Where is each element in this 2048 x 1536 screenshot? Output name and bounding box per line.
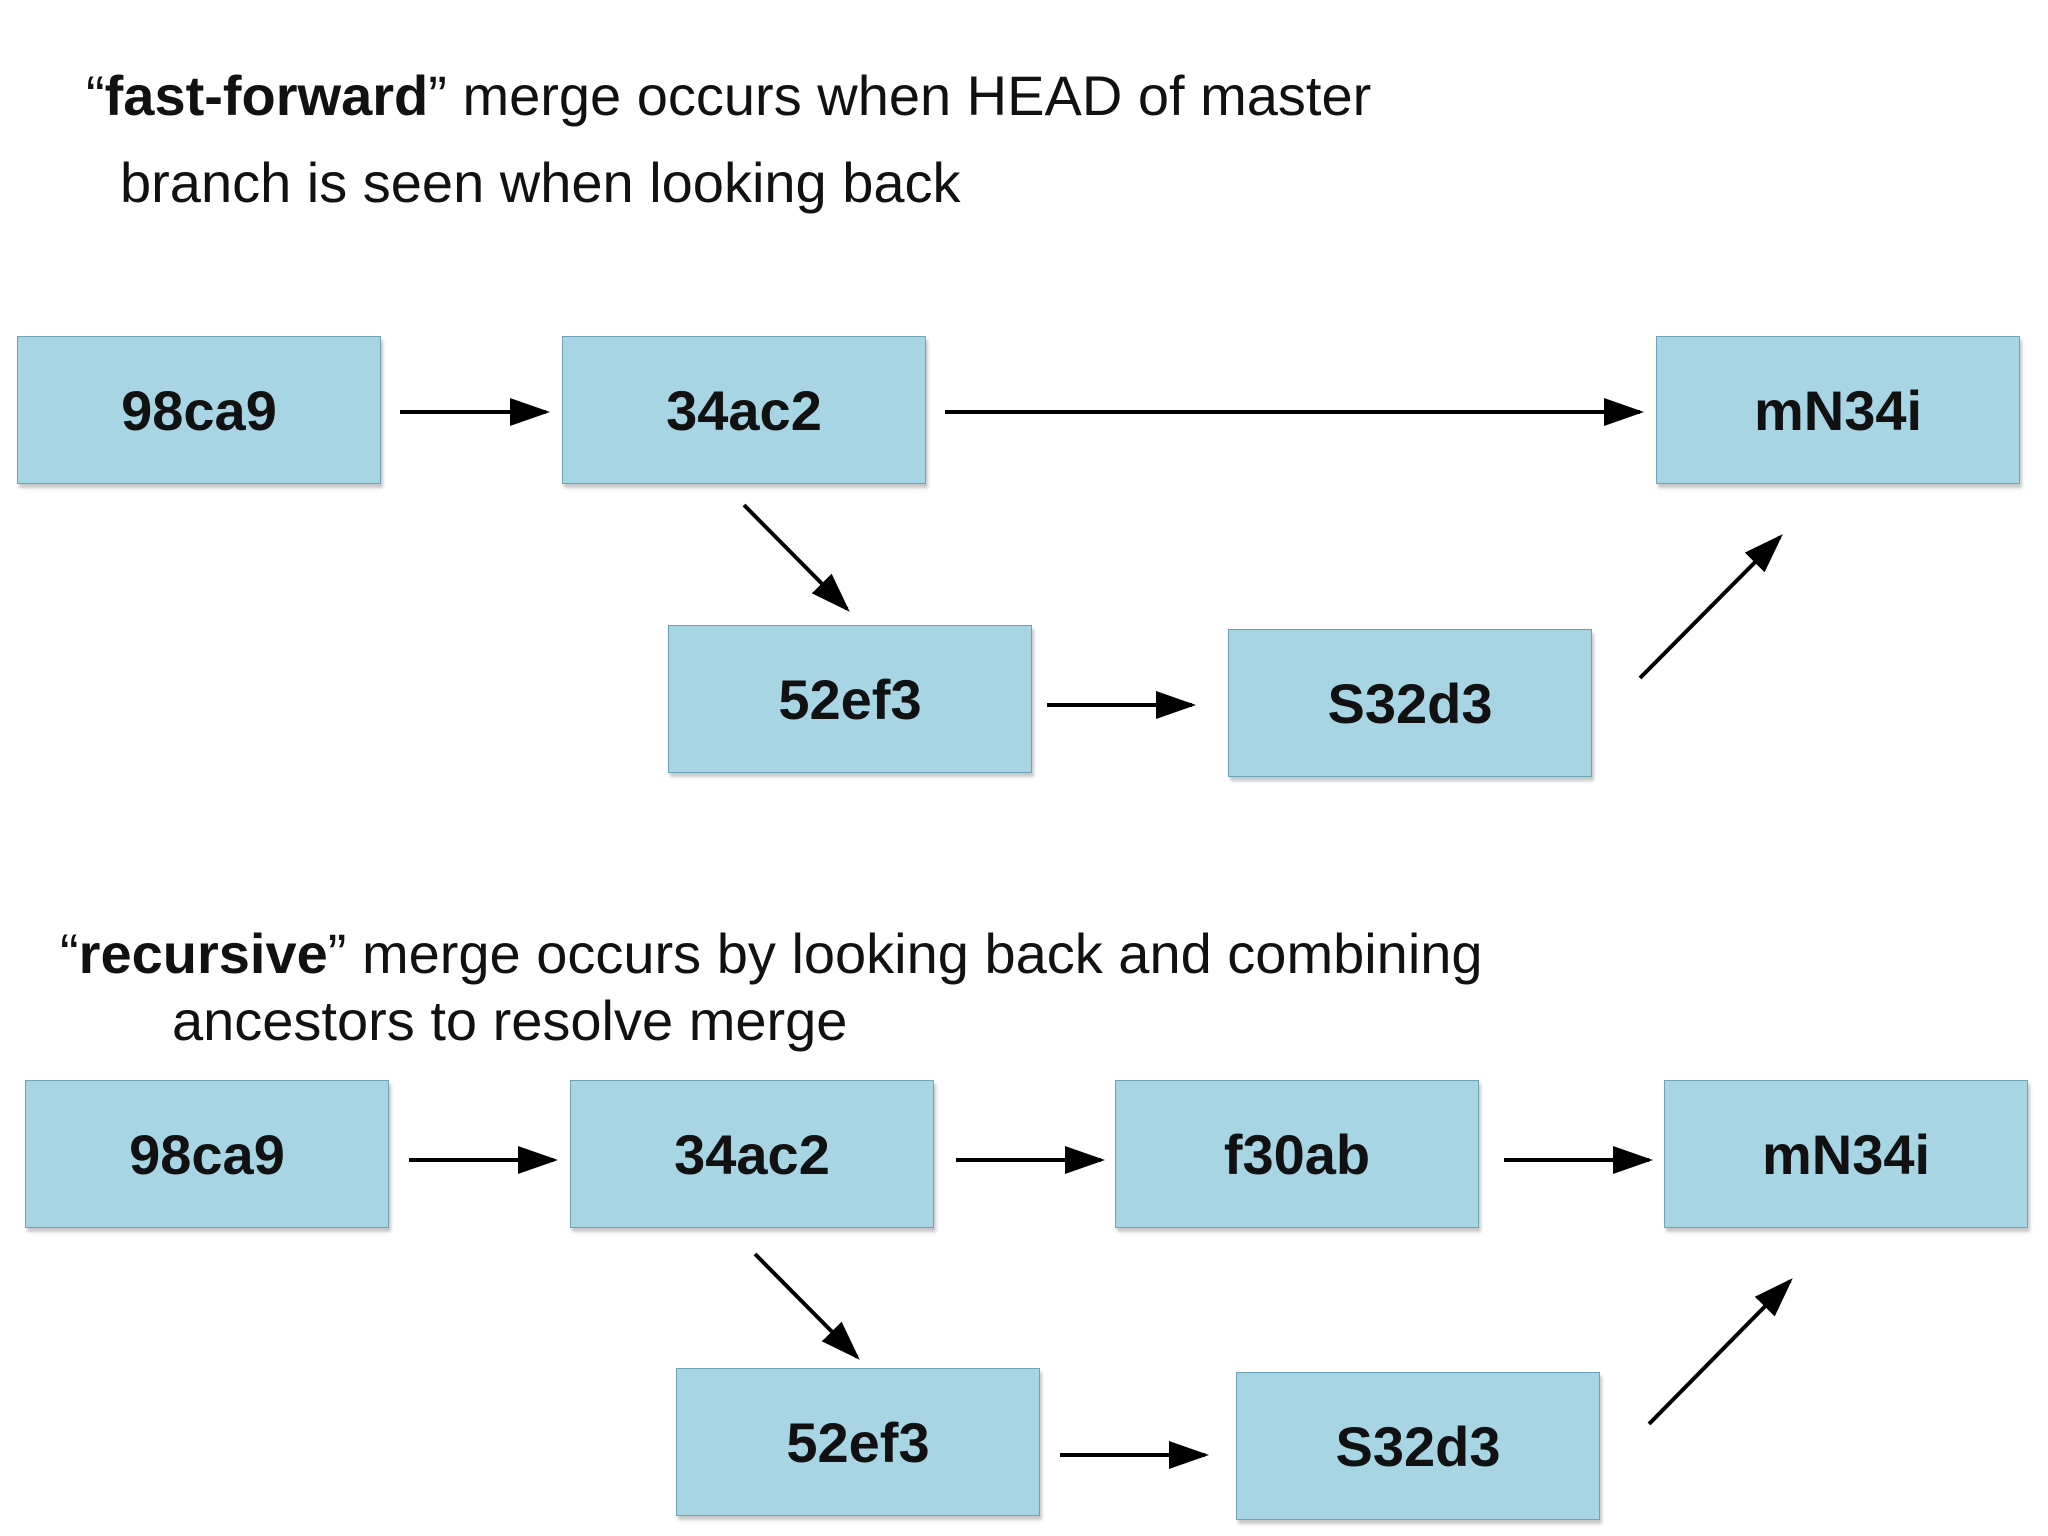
quote-close: ” [428, 64, 447, 127]
recursive-heading-line1: “recursive” merge occurs by looking back… [60, 922, 1483, 985]
rec-commit-34ac2: 34ac2 [570, 1080, 934, 1228]
rec-commit-mN34i: mN34i [1664, 1080, 2028, 1228]
ff-commit-52ef3: 52ef3 [668, 625, 1032, 773]
fast-forward-heading-line2: branch is seen when looking back [120, 151, 961, 215]
rec-commit-52ef3: 52ef3 [676, 1368, 1040, 1516]
arrow-rec-34ac2-to-52ef3 [753, 1252, 860, 1360]
quote-close: ” [327, 922, 347, 985]
quote-open: “ [86, 64, 105, 127]
rec-commit-S32d3: S32d3 [1236, 1372, 1600, 1520]
recursive-keyword: recursive [78, 922, 328, 985]
ff-commit-S32d3: S32d3 [1228, 629, 1592, 777]
fast-forward-keyword: fast-forward [104, 64, 429, 127]
ff-commit-mN34i: mN34i [1656, 336, 2020, 484]
arrow-ff-S32d3-to-mN34i [1638, 534, 1783, 680]
ff-commit-98ca9: 98ca9 [17, 336, 381, 484]
fast-forward-heading: “fast-forward” merge occurs when HEAD of… [86, 62, 1371, 216]
recursive-heading-line2: ancestors to resolve merge [172, 989, 848, 1053]
quote-open: “ [60, 922, 79, 985]
arrow-rec-S32d3-to-mN34i [1647, 1278, 1793, 1426]
recursive-heading-text: merge occurs by looking back and combini… [346, 922, 1483, 985]
rec-commit-98ca9: 98ca9 [25, 1080, 389, 1228]
arrow-ff-34ac2-to-52ef3 [742, 503, 850, 612]
fast-forward-heading-line1: “fast-forward” merge occurs when HEAD of… [86, 64, 1371, 127]
fast-forward-heading-text: merge occurs when HEAD of master [446, 64, 1372, 127]
recursive-heading: “recursive” merge occurs by looking back… [60, 920, 1483, 1054]
ff-commit-34ac2: 34ac2 [562, 336, 926, 484]
rec-commit-f30ab: f30ab [1115, 1080, 1479, 1228]
